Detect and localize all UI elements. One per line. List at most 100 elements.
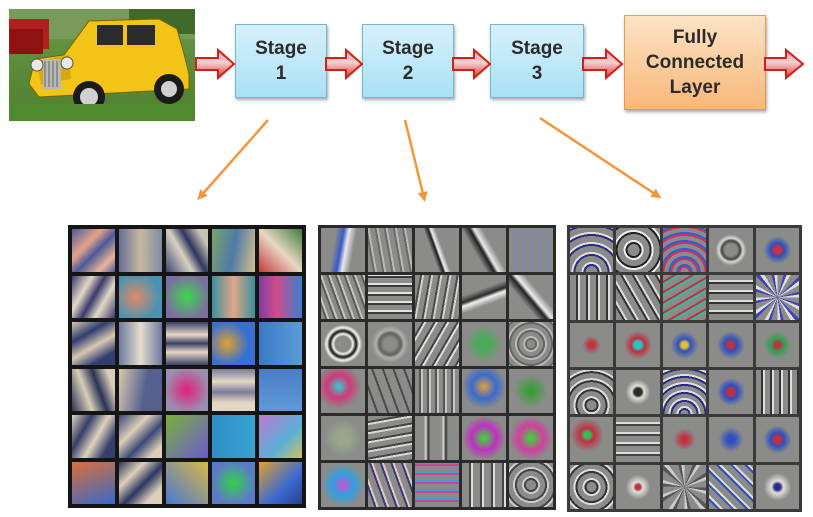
stage-1-filter-tile: [212, 368, 256, 411]
stage-3-filter-tile: [662, 275, 707, 320]
stage-2-filter-tile: [509, 275, 553, 319]
stage-1-filter-tile: [165, 368, 209, 411]
stage-1-label: Stage: [255, 38, 307, 59]
stage-1-filter-tile: [212, 229, 256, 272]
stage-3-filter-tile: [570, 369, 614, 415]
fc-label-line2: Connected: [645, 52, 745, 73]
stage-2-filter-tile: [368, 416, 412, 460]
stage-3-filter-tile: [755, 275, 799, 320]
stage-2-filter-tile: [368, 463, 412, 507]
stage-1-filter-tile: [212, 415, 256, 458]
stage-2-filter-tile: [321, 369, 365, 413]
stage-2-filter-tile: [509, 228, 553, 272]
stage-3-filter-tile: [616, 369, 660, 415]
stage-3-filter-tile: [616, 464, 660, 509]
stage-2-filter-tile: [415, 275, 459, 319]
stage-1-filter-tile: [212, 322, 256, 365]
stage-1-filter-tile: [118, 322, 162, 365]
stage-2-feature-grid: [318, 225, 556, 510]
stage-2-filter-tile: [509, 416, 553, 460]
stage-3-filter-tile: [755, 464, 799, 509]
stage-1-filter-tile: [259, 229, 302, 272]
stage-3-filter-tile: [662, 369, 707, 415]
stage-2-filter-tile: [509, 463, 553, 507]
stage-2-filter-tile: [462, 322, 506, 366]
stage-3-filter-tile: [616, 322, 660, 367]
stage-3-filter-tile: [570, 417, 614, 462]
stage-2-filter-tile: [462, 369, 506, 413]
stage-2-label: Stage: [382, 38, 434, 59]
fc-label-line3: Layer: [669, 77, 721, 98]
pipeline-arrow-3-icon: [452, 47, 492, 81]
stage-2-filter-tile: [368, 369, 412, 413]
stage-3-box: Stage 3: [490, 24, 584, 98]
stage-2-filter-tile: [415, 322, 459, 366]
stage-1-filter-tile: [259, 415, 302, 458]
stage-1-filter-tile: [165, 322, 209, 365]
stage-2-filter-tile: [321, 463, 365, 507]
stage-1-filter-tile: [118, 461, 162, 504]
stage-1-filter-tile: [259, 322, 302, 365]
stage-1-feature-grid: [68, 225, 306, 508]
pipeline-arrow-1-icon: [195, 47, 236, 81]
stage-1-filter-tile: [72, 322, 115, 365]
pipeline-arrow-4-icon: [582, 47, 624, 81]
stage-3-filter-tile: [662, 417, 707, 462]
stage-3-filter-tile: [570, 228, 614, 273]
stage-1-filter-tile: [259, 461, 302, 504]
stage-1-number: 1: [275, 63, 287, 84]
stage-2-filter-tile: [415, 416, 459, 460]
stage-1-filter-tile: [259, 275, 302, 318]
stage-2-filter-tile: [462, 275, 506, 319]
stage-3-filter-tile: [662, 464, 707, 509]
stage-3-filter-tile: [570, 464, 614, 509]
stage-1-filter-tile: [212, 461, 256, 504]
stage-3-filter-tile: [662, 322, 707, 367]
stage-1-filter-tile: [165, 275, 209, 318]
stage-1-filter-tile: [165, 415, 209, 458]
stage-2-filter-tile: [509, 369, 553, 413]
stage-3-filter-tile: [616, 417, 660, 462]
stage-2-filter-tile: [368, 275, 412, 319]
stage-3-filter-tile: [755, 322, 799, 367]
car-input-photo: [9, 9, 195, 121]
stage-2-filter-tile: [368, 322, 412, 366]
stage-3-filter-tile: [709, 275, 753, 320]
stage-2-filter-tile: [462, 228, 506, 272]
stage-3-filter-tile: [709, 464, 753, 509]
stage-1-filter-tile: [72, 229, 115, 272]
stage-3-label: Stage: [511, 38, 563, 59]
yellow-car-photo-icon: [9, 9, 195, 121]
stage-2-filter-tile: [415, 463, 459, 507]
stage-3-pointer-arrow-icon: [539, 116, 662, 199]
pipeline-arrow-2-icon: [325, 47, 364, 81]
stage-1-filter-tile: [118, 368, 162, 411]
stage-3-filter-tile: [616, 275, 660, 320]
stage-1-filter-tile: [165, 229, 209, 272]
stage-3-filter-tile: [755, 228, 799, 273]
stage-1-filter-tile: [118, 275, 162, 318]
stage-3-feature-grid: [567, 225, 802, 512]
stage-3-filter-tile: [755, 417, 799, 462]
stage-3-filter-tile: [709, 417, 753, 462]
stage-3-filter-tile: [709, 228, 753, 273]
stage-1-filter-tile: [72, 275, 115, 318]
stage-2-filter-tile: [462, 463, 506, 507]
stage-1-box: Stage 1: [235, 24, 327, 98]
stage-2-box: Stage 2: [362, 24, 454, 98]
stage-3-filter-tile: [570, 275, 614, 320]
stage-2-filter-tile: [415, 228, 459, 272]
stage-1-filter-tile: [72, 368, 115, 411]
stage-1-filter-tile: [72, 415, 115, 458]
stage-1-filter-tile: [72, 461, 115, 504]
stage-3-filter-tile: [616, 228, 660, 273]
stage-1-filter-tile: [118, 229, 162, 272]
stage-3-filter-tile: [662, 228, 707, 273]
stage-2-pointer-arrow-icon: [403, 119, 428, 202]
stage-1-pointer-arrow-icon: [197, 119, 269, 200]
stage-1-filter-tile: [118, 415, 162, 458]
stage-2-filter-tile: [321, 228, 365, 272]
stage-1-filter-tile: [212, 275, 256, 318]
fc-label-line1: Fully: [672, 27, 718, 48]
pipeline-arrow-5-icon: [764, 47, 805, 81]
